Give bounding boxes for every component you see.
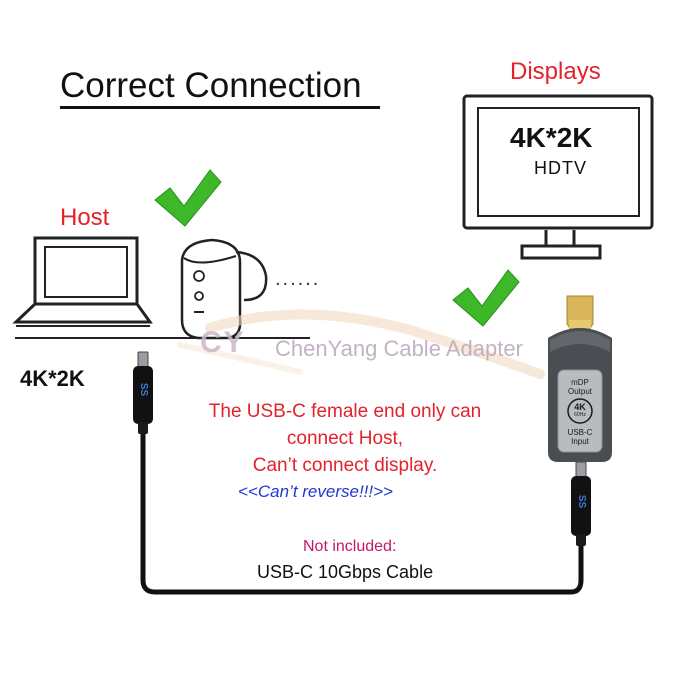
hdtv-monitor-icon — [462, 94, 654, 260]
displays-label: Displays — [510, 58, 601, 85]
connection-dots: ...... — [275, 268, 321, 290]
adapter-output-label: mDP Output — [567, 378, 592, 396]
ss-logo-left-icon: SS — [138, 382, 150, 397]
not-included-label: Not included: — [303, 538, 397, 555]
host-device-icon — [180, 238, 268, 340]
adapter-input-label: USB-C Input — [567, 428, 593, 446]
tv-name-label: HDTV — [534, 158, 587, 178]
page-title: Correct Connection — [60, 66, 362, 105]
ss-logo-right-icon: SS — [576, 494, 588, 509]
reverse-warning: <<Can’t reverse!!!>> — [238, 482, 393, 501]
laptop-host-icon — [12, 236, 153, 327]
mdp-adapter-icon — [548, 295, 612, 462]
check-display-icon — [452, 269, 520, 327]
usb-c-plug-left-icon — [133, 351, 153, 434]
usb-c-plug-right-icon — [571, 461, 591, 546]
title-underline — [60, 106, 380, 109]
warning-note: The USB-C female end only can connect Ho… — [208, 401, 482, 476]
watermark-logo: CY — [200, 326, 246, 359]
tv-resolution-label: 4K*2K — [510, 122, 593, 153]
watermark-text: ChenYang Cable Adapter — [275, 336, 523, 361]
host-resolution-label: 4K*2K — [20, 366, 85, 391]
usb-c-cable — [140, 434, 584, 595]
adapter-4k-badge: 4K 60Hz — [574, 402, 586, 419]
cable-label: USB-C 10Gbps Cable — [257, 562, 434, 582]
host-label: Host — [60, 204, 110, 231]
check-host-icon — [154, 169, 222, 227]
